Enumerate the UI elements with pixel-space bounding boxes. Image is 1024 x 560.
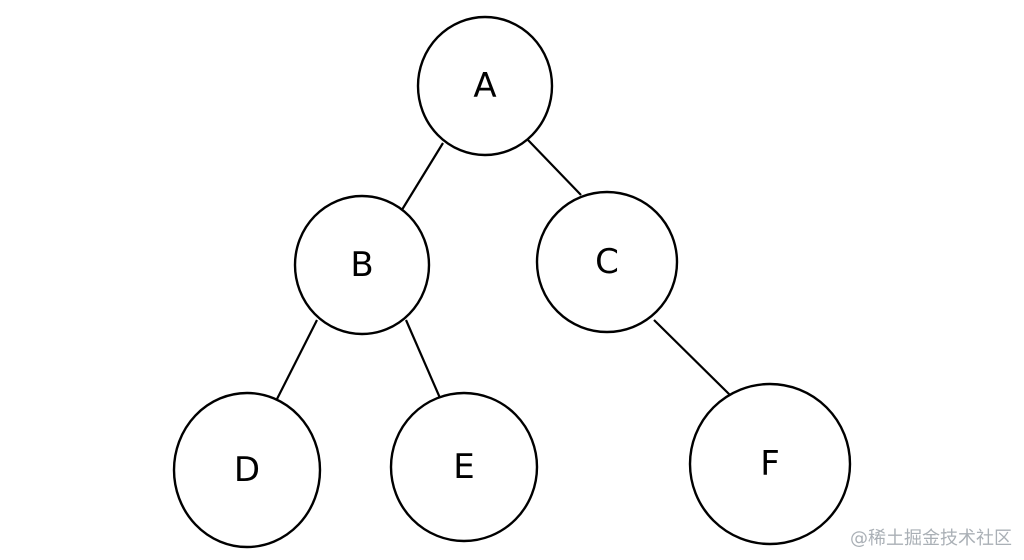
node-label-d: D bbox=[234, 450, 260, 490]
tree-nodes: A B C D E F bbox=[172, 15, 852, 549]
node-circle-d bbox=[172, 391, 322, 549]
edge-a-c bbox=[527, 139, 582, 196]
node-circle-e bbox=[389, 391, 539, 543]
node-circle-b bbox=[293, 194, 431, 336]
node-circle-f bbox=[688, 382, 852, 546]
tree-node-c: C bbox=[535, 190, 679, 334]
edge-b-e bbox=[404, 319, 442, 399]
node-circle-c bbox=[535, 190, 679, 334]
tree-node-f: F bbox=[688, 382, 852, 546]
node-label-f: F bbox=[760, 444, 780, 484]
node-label-e: E bbox=[453, 447, 474, 487]
tree-node-e: E bbox=[389, 391, 539, 543]
node-label-a: A bbox=[473, 66, 496, 106]
watermark-text: @稀土掘金技术社区 bbox=[850, 528, 1012, 549]
tree-node-d: D bbox=[172, 391, 322, 549]
edge-a-b bbox=[399, 142, 444, 214]
tree-node-b: B bbox=[293, 194, 431, 336]
edge-c-f bbox=[653, 319, 731, 396]
node-circle-a bbox=[416, 15, 554, 157]
node-label-c: C bbox=[595, 242, 619, 282]
tree-node-a: A bbox=[416, 15, 554, 157]
node-label-b: B bbox=[350, 245, 373, 285]
tree-edges bbox=[275, 139, 731, 402]
edge-b-d bbox=[275, 319, 318, 402]
